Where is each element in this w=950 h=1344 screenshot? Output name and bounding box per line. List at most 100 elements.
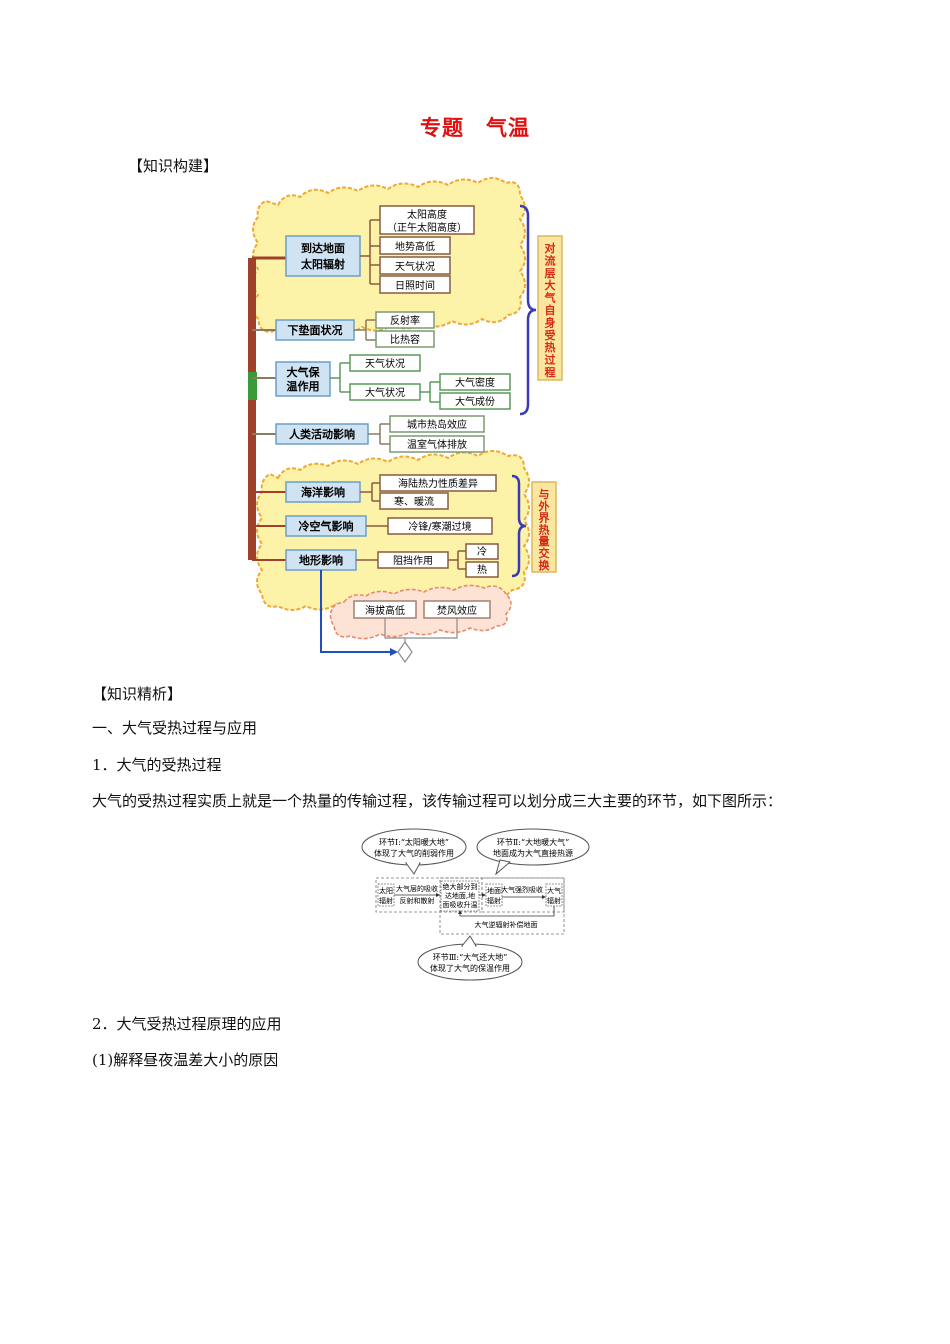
side-label-2-char: 热 [539,522,550,536]
node-human-label: 人类活动影响 [289,427,355,441]
heading-1: 1．大气的受热过程 [92,756,222,774]
node-sun-height-l1: 太阳高度 [407,208,447,221]
box-ground-absorb-l3: 面吸收升温 [443,900,478,909]
bubble-stage-3-l2: 体现了大气的保温作用 [430,963,510,973]
node-weather-3-label: 大气状况 [365,386,405,399]
bubble-stage-2-l1: 环节Ⅱ:“大地暖大气” [497,837,569,847]
box-atm-rad-l1: 大气 [547,886,561,895]
node-heat-island [389,415,485,433]
side-label-2-char: 交 [539,546,550,560]
bubble-stage-1-l1: 环节Ⅰ:“太阳暖大地” [379,837,449,847]
brace-1 [519,204,537,416]
node-surface-label: 下垫面状况 [288,323,343,337]
node-sunshine-label: 日照时间 [395,279,435,292]
side-label-2 [531,481,557,573]
node-heat-capacity [375,330,435,348]
node-albedo-label: 反射率 [390,314,420,327]
bubble-stage-3-l1: 环节Ⅲ:“大气还大地” [433,952,508,962]
node-weather-1 [379,256,451,275]
node-density [439,373,511,391]
node-solar-radiation-l2: 太阳辐射 [300,257,345,271]
node-weather-1-label: 天气状况 [395,260,435,273]
brace-2 [511,474,527,578]
bubble-stage-1 [361,828,467,866]
section-heading-knowledge-analysis: 【知识精析】 [92,685,183,703]
box-ground-absorb-l2: 达地面,地 [445,891,475,900]
node-hot-label: 热 [477,563,487,576]
side-label-2-char: 与 [539,488,550,501]
node-currents [379,492,449,510]
label-counter-radiation: 大气逆辐射补偿地面 [475,920,538,929]
side-label-1-char: 过 [545,353,556,367]
arrow-head [390,648,398,656]
node-insulation [275,361,331,397]
side-label-2-char: 界 [539,512,550,525]
paragraph-1: 大气的受热过程实质上就是一个热量的传输过程，该传输过程可以划分成三大主要的环节，… [92,792,783,810]
box-ground-absorb [440,880,480,912]
cloud-group-3 [329,584,512,640]
node-weather-2-label: 天气状况 [365,357,405,370]
node-block-label: 阻挡作用 [393,554,433,567]
side-label-1-char: 受 [545,328,556,342]
node-composition-label: 大气成份 [455,395,495,408]
side-label-1-char: 气 [544,291,556,305]
node-density-label: 大气密度 [455,376,495,389]
label-atm-absorb-l1: 大气层的吸收 [396,884,438,893]
node-cold [465,543,499,560]
box-ground-rad [485,883,503,907]
node-sun-height-l2: （正午太阳高度） [387,221,467,234]
bubble-stage-1-l2: 体现了大气的削弱作用 [374,848,454,858]
box-ground-rad-l1: 地面 [487,886,501,895]
box-solar-l2: 辐射 [379,896,393,905]
side-label-1-char: 大 [545,278,556,292]
node-albedo [375,311,435,329]
side-label-2-char: 换 [539,558,551,572]
node-terrain-height-label: 地势高低 [395,240,435,253]
node-terrain-height [379,236,451,255]
node-heat-capacity-label: 比热容 [390,333,420,346]
node-composition [439,392,511,410]
bubble-stage-3 [417,943,523,981]
box-solar-l1: 太阳 [379,886,393,895]
side-label-1-char: 对 [545,241,556,255]
diamond-junction [397,640,413,664]
node-insulation-l1: 大气保 [287,365,321,379]
bubble-stage-2-l2: 地面成为大气直接热源 [493,848,573,858]
side-label-1 [537,235,563,381]
node-coldair-label: 冷空气影响 [299,519,354,533]
section-heading-knowledge-build: 【知识构建】 [128,157,219,175]
side-label-1-char: 身 [545,315,556,329]
node-cold-front [387,517,493,535]
side-label-1-char: 流 [545,253,556,267]
bubble-stage-2 [476,828,590,866]
node-foehn-label: 焚风效应 [437,604,477,617]
node-landform-label: 地形影响 [299,553,343,567]
side-label-1-char: 热 [545,340,556,354]
box-atm-rad-l2: 辐射 [547,896,561,905]
node-sun-height [379,205,475,235]
heading-2-1: (1)解释昼夜温差大小的原因 [92,1051,279,1069]
side-label-1-char: 自 [545,303,556,317]
node-land-sea-label: 海陆热力性质差异 [398,477,478,490]
node-insulation-l2: 温作用 [287,379,320,393]
node-ocean-label: 海洋影响 [301,485,345,499]
side-label-1-char: 层 [544,267,556,280]
node-heat-island-label: 城市热岛效应 [407,418,467,431]
node-sunshine [379,275,451,294]
heading-2: 2．大气受热过程原理的应用 [92,1015,282,1033]
node-greenhouse [389,435,485,453]
side-label-1-char: 程 [545,365,556,379]
node-solar-radiation-l1: 到达地面 [301,241,345,255]
box-ground-absorb-l1: 绝大部分到 [443,882,478,891]
side-label-2-char: 量 [539,535,550,548]
page-title: 专题 气温 [420,115,530,140]
node-solar-radiation [285,235,361,277]
node-greenhouse-label: 温室气体排放 [407,438,467,451]
label-atm-absorb-l2: 反射和散射 [400,896,435,905]
node-land-sea [379,474,497,492]
heading-one: 一、大气受热过程与应用 [92,719,258,737]
